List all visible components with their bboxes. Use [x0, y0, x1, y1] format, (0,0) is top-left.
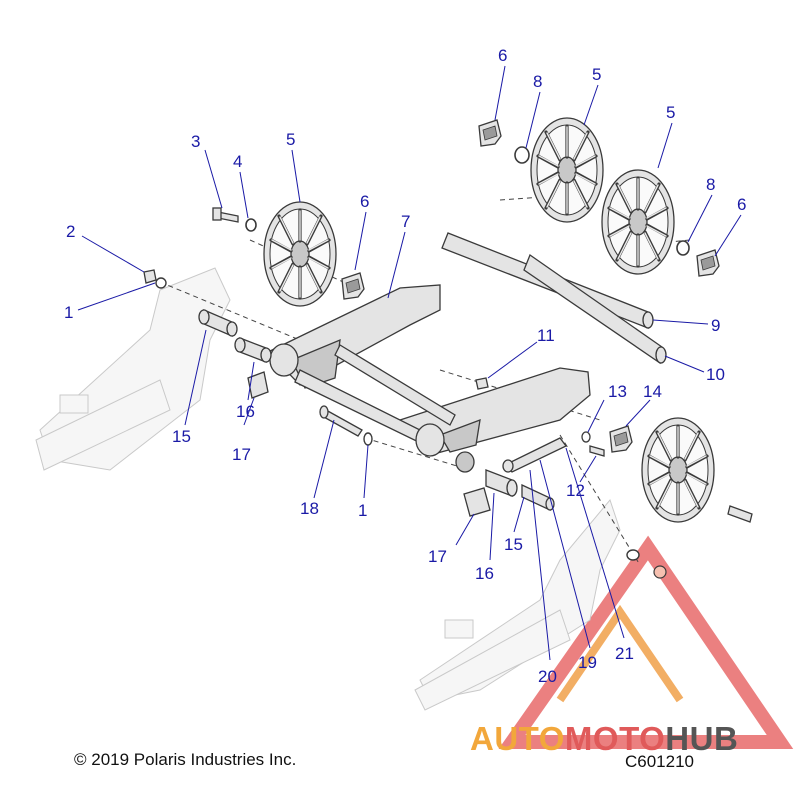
wheel-5-middle [600, 168, 676, 276]
wheel-5-lower-right [640, 416, 716, 524]
wheel-5-top [529, 116, 605, 224]
spacer-6-left [341, 272, 365, 300]
small-hardware [143, 146, 753, 579]
watermark-part-moto: MOTO [564, 720, 666, 757]
callout-11: 11 [537, 326, 555, 345]
callout-19: 19 [578, 653, 597, 672]
callout-8: 8 [533, 72, 542, 91]
callout-5: 5 [666, 103, 675, 122]
watermark-part-auto: AUTO [470, 720, 565, 757]
callout-15: 15 [172, 427, 191, 446]
spacer-6-right [696, 249, 720, 277]
callout-2: 2 [66, 222, 75, 241]
watermark-text: AUTOMOTOHUB [470, 720, 738, 758]
watermark-part-hub: HUB [665, 720, 739, 757]
leader-lines [77, 65, 742, 661]
callout-10: 10 [706, 365, 725, 384]
callout-6: 6 [360, 192, 369, 211]
callout-labels: 6 8 5 5 3 4 5 8 6 2 6 7 1 9 11 10 13 14 … [64, 46, 746, 686]
spacer-6-top [478, 119, 502, 147]
copyright-text: © 2019 Polaris Industries Inc. [74, 750, 297, 769]
right-rail-ghost [414, 498, 621, 711]
callout-8: 8 [706, 175, 715, 194]
callout-21: 21 [615, 644, 634, 663]
callout-17: 17 [232, 445, 251, 464]
callout-6: 6 [498, 46, 507, 65]
bushings [198, 309, 555, 517]
shaft-10 [523, 253, 667, 365]
callout-5: 5 [286, 130, 295, 149]
callout-15: 15 [504, 535, 523, 554]
callout-5: 5 [592, 65, 601, 84]
callout-17: 17 [428, 547, 447, 566]
callout-3: 3 [191, 132, 200, 151]
watermark-logo [498, 535, 794, 749]
callout-12: 12 [566, 481, 585, 500]
callout-18: 18 [300, 499, 319, 518]
callout-16: 16 [475, 564, 494, 583]
callout-6: 6 [737, 195, 746, 214]
spacer-14 [609, 425, 633, 453]
callout-16: 16 [236, 402, 255, 421]
callout-1: 1 [64, 303, 73, 322]
callout-7: 7 [401, 212, 410, 231]
callout-20: 20 [538, 667, 557, 686]
swing-arm-7 [266, 284, 591, 473]
left-rail-ghost [35, 267, 231, 471]
callout-1: 1 [358, 501, 367, 520]
wheel-5-left [262, 200, 338, 308]
callout-13: 13 [608, 382, 627, 401]
callout-9: 9 [711, 316, 720, 335]
callout-14: 14 [643, 382, 662, 401]
diagram-code: C601210 [625, 752, 695, 771]
callout-4: 4 [233, 152, 242, 171]
